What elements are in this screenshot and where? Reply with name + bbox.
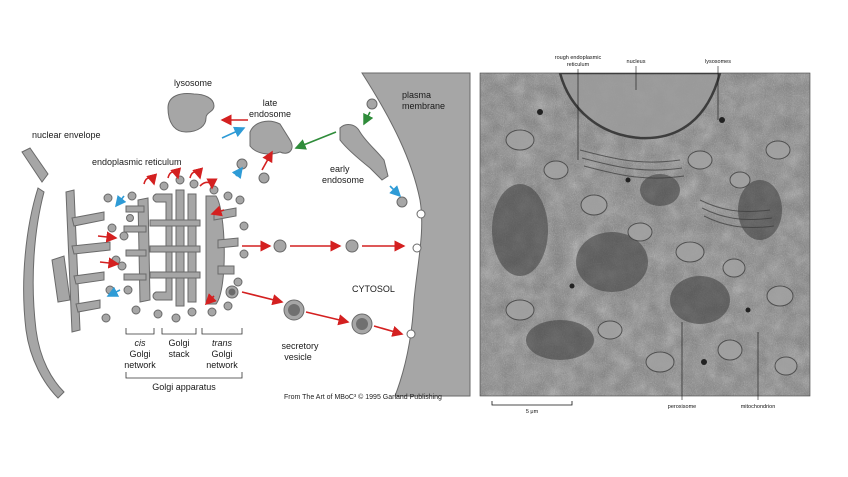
label-secretory-2: vesicle bbox=[284, 352, 312, 362]
label-nucleus: nucleus bbox=[627, 59, 646, 65]
label-rough-er-1: rough endoplasmic bbox=[555, 55, 602, 61]
label-lysosomes: lysosomes bbox=[705, 59, 731, 65]
label-early-endosome-2: endosome bbox=[322, 175, 364, 185]
plasma-membrane bbox=[362, 73, 470, 396]
label-trans-1: trans bbox=[212, 338, 233, 348]
label-late-endosome-2: endosome bbox=[249, 109, 291, 119]
label-secretory-1: secretory bbox=[281, 341, 319, 351]
label-endoplasmic-reticulum: endoplasmic reticulum bbox=[92, 157, 182, 167]
label-cytosol: CYTOSOL bbox=[352, 284, 395, 294]
label-trans-2: Golgi bbox=[211, 349, 232, 359]
scale-bar bbox=[492, 401, 572, 405]
label-plasma-2: membrane bbox=[402, 101, 445, 111]
label-stack-1: Golgi bbox=[168, 338, 189, 348]
scale-bar-label: 5 μm bbox=[526, 409, 539, 415]
cis-golgi-network bbox=[124, 192, 150, 314]
endoplasmic-reticulum bbox=[52, 190, 110, 332]
label-early-endosome-1: early bbox=[330, 164, 350, 174]
golgi-stack bbox=[150, 176, 200, 322]
label-peroxisome: peroxisome bbox=[668, 404, 696, 410]
label-trans-3: network bbox=[206, 360, 238, 370]
label-stack-2: stack bbox=[168, 349, 190, 359]
label-cis-1: cis bbox=[135, 338, 146, 348]
label-plasma-1: plasma bbox=[402, 90, 431, 100]
label-rough-er-2: reticulum bbox=[567, 62, 590, 68]
label-late-endosome-1: late bbox=[263, 98, 278, 108]
late-endosome bbox=[250, 121, 292, 154]
er-vesicles bbox=[102, 194, 128, 322]
label-lysosome: lysosome bbox=[174, 78, 212, 88]
label-golgi-apparatus: Golgi apparatus bbox=[152, 382, 216, 392]
credit-line: From The Art of MBoC³ © 1995 Garland Pub… bbox=[284, 393, 442, 401]
label-cis-3: network bbox=[124, 360, 156, 370]
dense-core-granule bbox=[229, 289, 236, 296]
label-mitochondrion: mitochondrion bbox=[741, 404, 776, 410]
label-nuclear-envelope: nuclear envelope bbox=[32, 130, 101, 140]
lysosome bbox=[168, 94, 214, 132]
electron-micrograph: rough endoplasmic reticulum nucleus lyso… bbox=[480, 55, 810, 415]
label-cis-2: Golgi bbox=[129, 349, 150, 359]
trans-golgi-network bbox=[206, 186, 248, 316]
membrane-traffic-diagram: lysosome late endosome plasma membrane n… bbox=[22, 73, 470, 401]
